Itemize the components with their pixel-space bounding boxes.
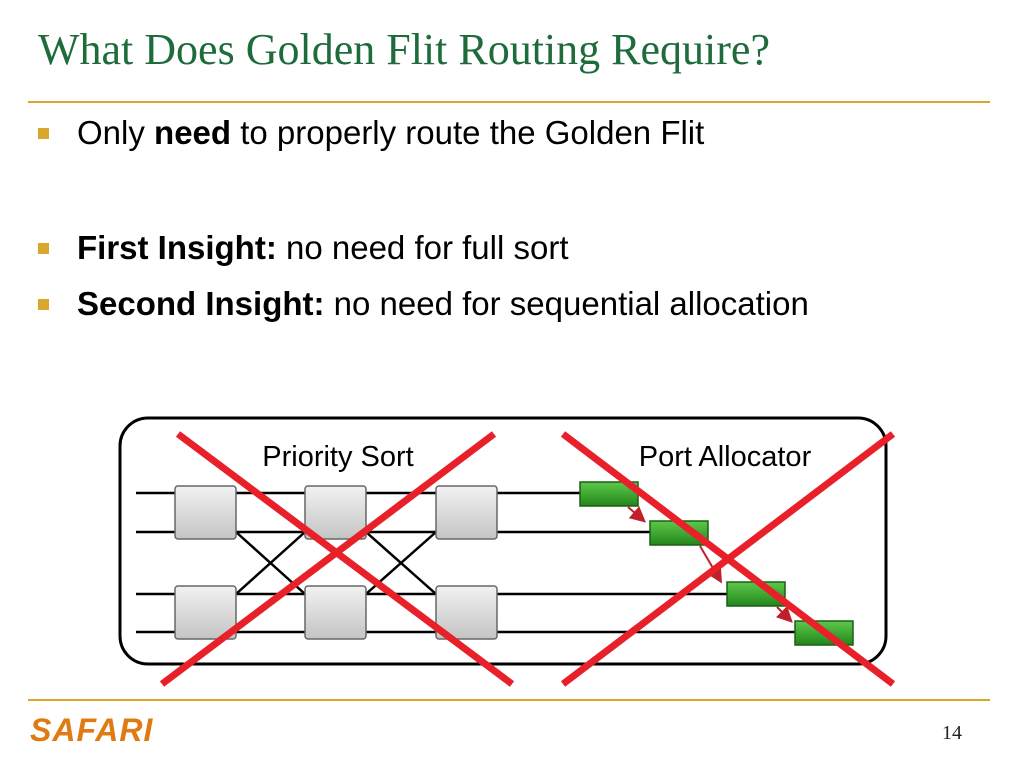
- title-divider: [28, 101, 990, 103]
- bullet-bold-text: First Insight:: [77, 229, 277, 266]
- bullet-marker: [38, 298, 49, 310]
- bullet-second-insight: Second Insight: no need for sequential a…: [38, 285, 809, 323]
- bullet-marker: [38, 242, 49, 254]
- sort-node: [304, 585, 367, 640]
- priority-sort-label: Priority Sort: [262, 441, 413, 473]
- bullet-rest-text: no need for full sort: [276, 229, 569, 266]
- bullet-only-need: Only need to properly route the Golden F…: [38, 114, 704, 152]
- bullet-bold-text: Second Insight:: [77, 285, 325, 322]
- bullet-first-insight: First Insight: no need for full sort: [38, 229, 569, 267]
- footer-divider: [28, 699, 990, 701]
- bullet-bold-text: need: [154, 114, 232, 151]
- bullet-lead-text: Only: [77, 114, 155, 151]
- safari-logo: SAFARI: [30, 712, 154, 748]
- sort-node: [174, 585, 237, 640]
- bullet-rest-text: no need for sequential allocation: [324, 285, 809, 322]
- cross-sort-b: [159, 431, 497, 687]
- page-number: 14: [942, 722, 962, 744]
- cross-sort-a: [175, 431, 515, 687]
- bullet-rest-text: to properly route the Golden Flit: [231, 114, 705, 151]
- port-allocator-label: Port Allocator: [639, 441, 812, 473]
- cross-out-marks: [159, 431, 896, 687]
- sort-network: [174, 485, 498, 640]
- bullet-marker: [38, 127, 49, 139]
- sort-node: [174, 485, 237, 540]
- allocation-arrows: [627, 506, 793, 623]
- slide-title: What Does Golden Flit Routing Require?: [38, 25, 770, 74]
- allocator-block: [794, 620, 854, 646]
- sort-node: [435, 485, 498, 540]
- sort-node: [304, 485, 367, 540]
- cross-alloc-b: [560, 431, 896, 687]
- sort-node: [435, 585, 498, 640]
